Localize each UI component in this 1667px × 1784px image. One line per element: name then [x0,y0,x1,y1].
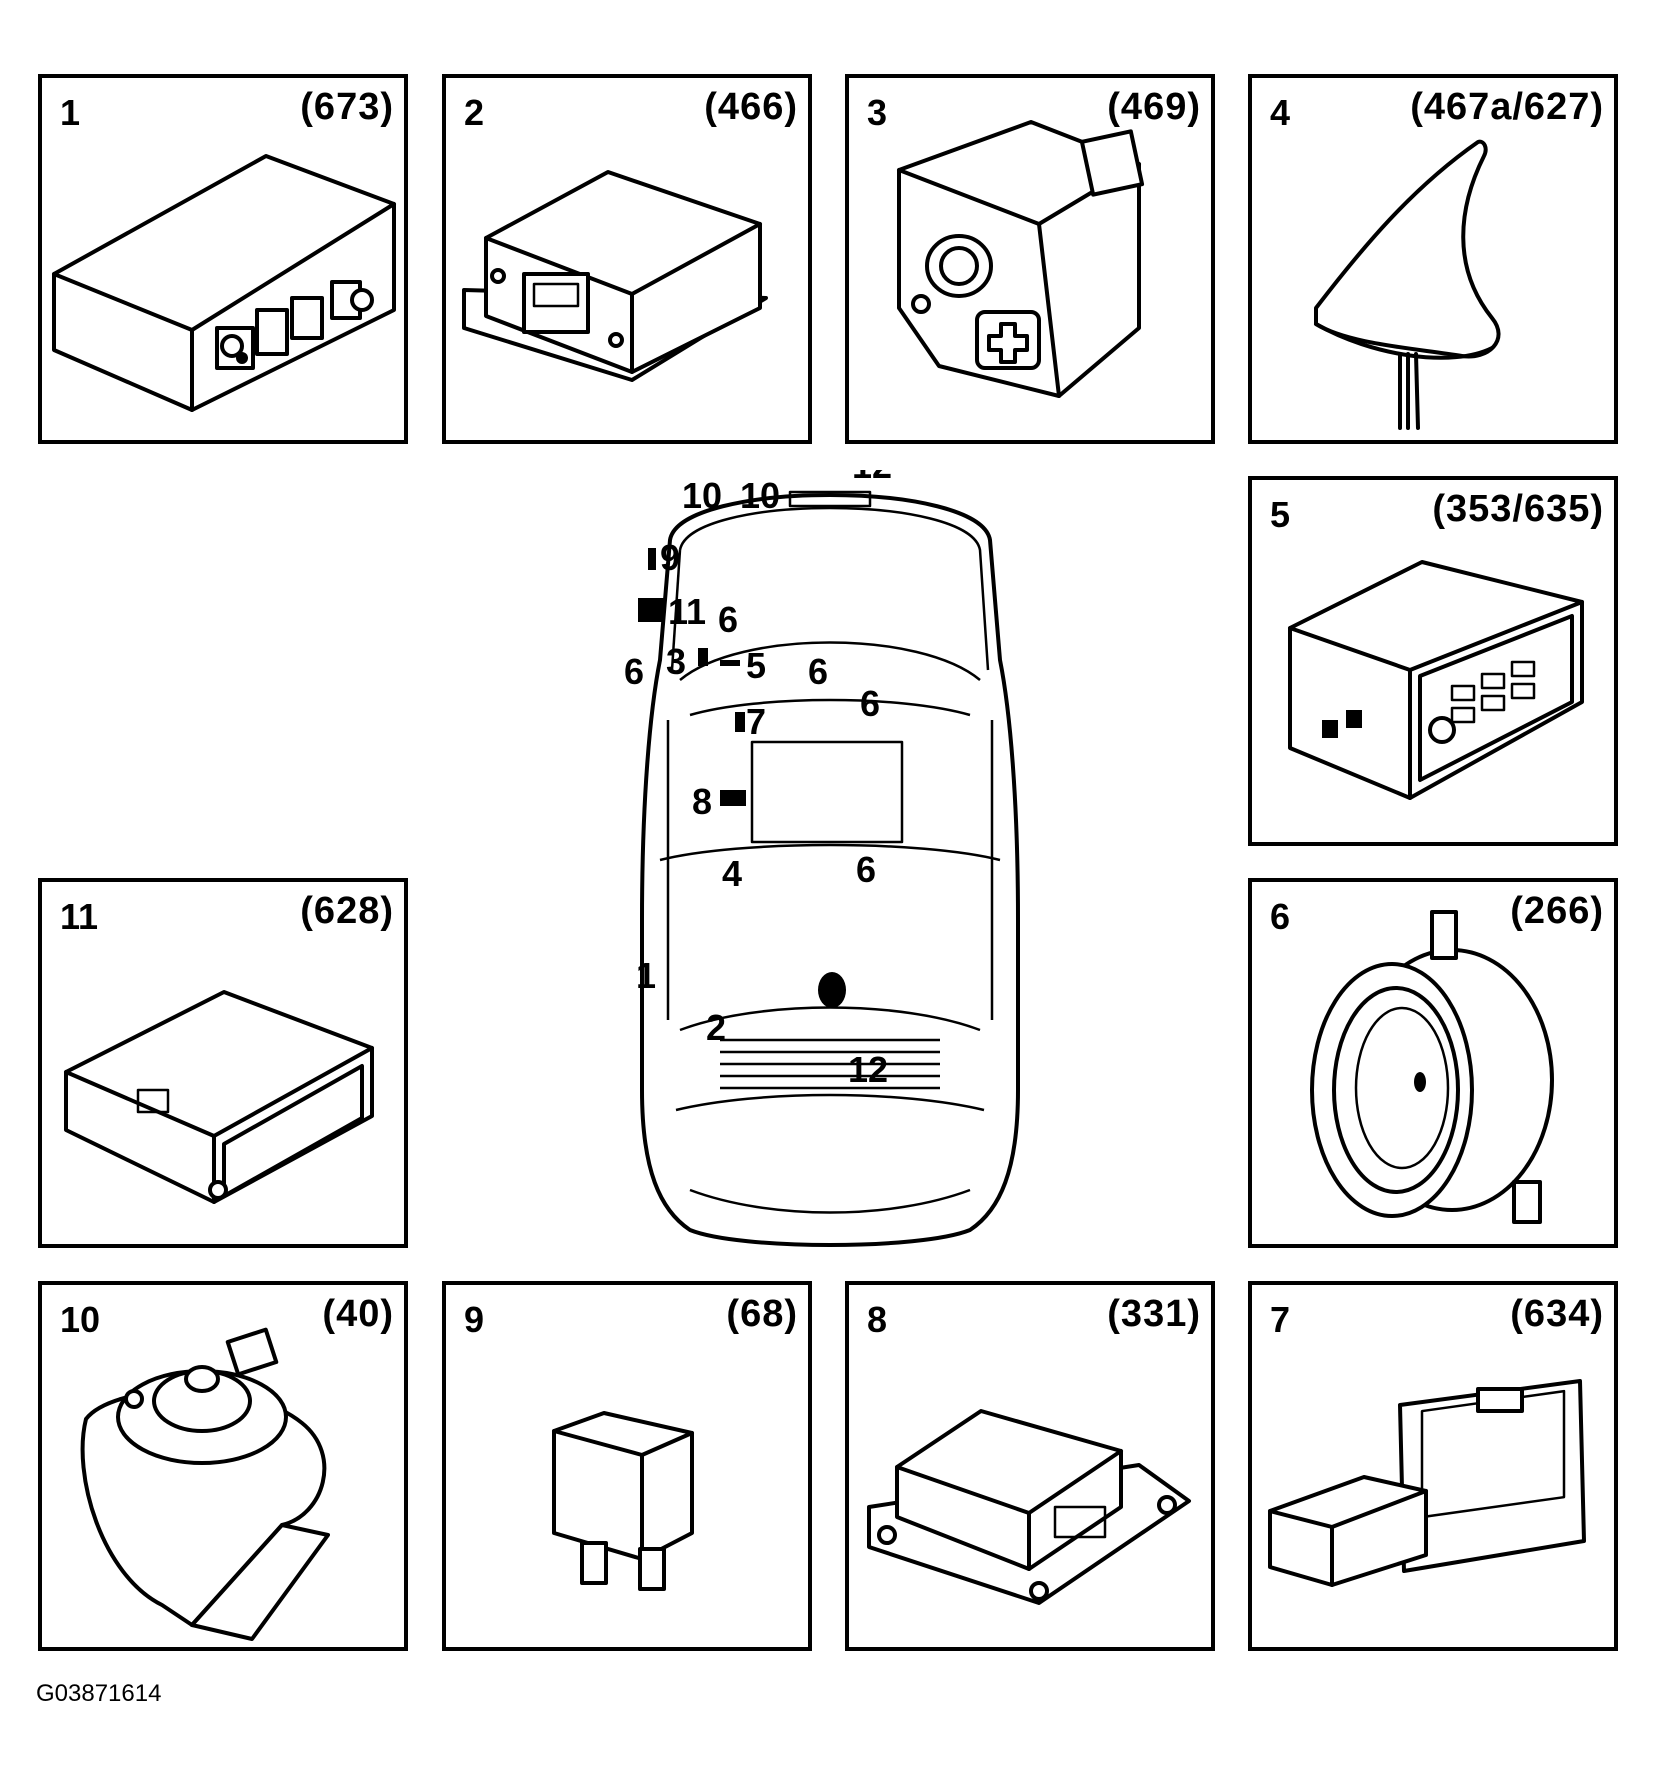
panel-code: (40) [322,1293,394,1335]
component-panel-9: 9 (68) [442,1281,812,1651]
label-speaker-right-6: 6 [808,651,828,692]
display-module-icon [1268,1379,1586,1587]
panel-number: 2 [464,92,485,133]
label-amplifier-2: 2 [706,1007,726,1048]
component-panel-10: 10 (40) [38,1281,408,1651]
rear-grille [720,1038,940,1090]
overhead-console-button-icon [897,120,1145,398]
label-door-rr-6: 6 [856,849,876,890]
car-body-outline [640,490,1020,1247]
panel-number: 4 [1270,92,1291,133]
panel-code: (467a/627) [1410,86,1604,128]
vehicle-location-diagram: 12 12 10 10 9 11 6 6 3 5 6 6 6 7 8 6 6 4… [624,470,1020,1247]
label-rear-right-12: 12 [848,1049,888,1090]
panel-code: (266) [1510,890,1604,932]
relay-icon [552,1411,694,1591]
label-antenna-4: 4 [722,853,742,894]
panel-number: 11 [60,896,99,937]
label-speaker-center-6: 6 [718,599,738,640]
panel-number: 9 [464,1299,485,1340]
panel-code: (68) [726,1293,798,1335]
component-panel-6: 6 (266) [1248,878,1618,1248]
label-module-1: 1 [636,955,656,996]
horn-icon [80,1327,330,1641]
panel-number: 10 [60,1299,101,1340]
component-panel-11: 11 (628) [38,878,408,1248]
panel-code: (673) [300,86,394,128]
speaker-icon [1310,910,1554,1224]
label-display-7: 7 [746,701,766,742]
panel-number: 1 [60,92,81,133]
panel-number: 5 [1270,494,1291,535]
component-panel-8: 8 (331) [845,1281,1215,1651]
label-horn-left-10: 10 [682,475,722,516]
antenna-location-marker [818,972,846,1008]
label-horn-right-10: 10 [740,475,780,516]
panel-number: 8 [867,1299,888,1340]
panel-code: (469) [1107,86,1201,128]
panel-code: (634) [1510,1293,1604,1335]
panel-code: (353/635) [1432,488,1604,530]
radio-location-marker [720,660,740,666]
panel-number: 6 [1270,896,1291,937]
console-location-marker [698,648,708,666]
component-panel-2: 2 (466) [442,74,812,444]
label-front-right-12: 12 [852,470,892,486]
panel-number: 7 [1270,1299,1291,1340]
label-console-3: 3 [666,641,686,682]
component-panel-5: 5 (353/635) [1248,476,1618,846]
label-speaker-left-6: 6 [624,651,644,692]
airbag-location-marker [720,790,746,806]
panel-code: (628) [300,890,394,932]
airbag-module-icon [867,1409,1191,1605]
display-location-marker [735,712,745,732]
relay-location-marker [648,548,656,570]
nav-location-marker [638,598,664,622]
shark-fin-antenna-icon [1314,139,1501,430]
label-door-fr-6: 6 [860,683,880,724]
component-panel-3: 3 (469) [845,74,1215,444]
panel-number: 3 [867,92,888,133]
panel-code: (466) [704,86,798,128]
label-nav-11: 11 [668,591,706,632]
label-relay-9: 9 [660,537,680,578]
figure-id: G03871614 [36,1680,162,1707]
control-module-box-icon [52,154,396,412]
label-radio-5: 5 [746,645,766,686]
component-panel-4: 4 (467a/627) [1248,74,1618,444]
navigation-module-icon [64,990,374,1204]
radio-head-unit-icon [1288,560,1584,800]
component-panel-7: 7 (634) [1248,1281,1618,1651]
panel-code: (331) [1107,1293,1201,1335]
component-panel-1: 1 (673) [38,74,408,444]
label-airbag-8: 8 [692,781,712,822]
amplifier-module-icon [462,170,768,382]
